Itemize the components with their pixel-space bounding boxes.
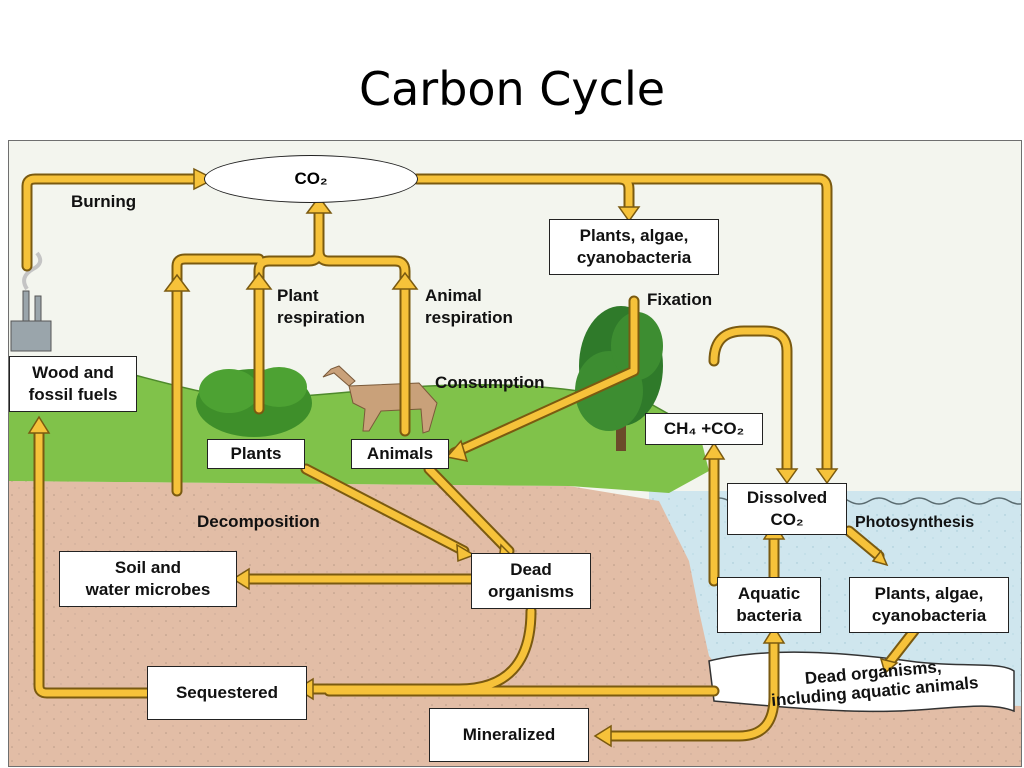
plants-node: Plants <box>207 439 305 469</box>
consumption-label: Consumption <box>435 373 545 392</box>
decomposition-label: Decomposition <box>197 512 320 531</box>
sequestered-node: Sequestered <box>147 666 307 720</box>
animal-respiration-label: Animal respiration <box>425 286 513 327</box>
dissolved-co2-node: Dissolved CO₂ <box>727 483 847 535</box>
dead-organisms-node: Dead organisms <box>471 553 591 609</box>
fixation-label: Fixation <box>647 290 713 309</box>
ch4-co2-node: CH₄ +CO₂ <box>645 413 763 445</box>
factory-icon <box>10 251 52 352</box>
soil-water-microbes-node: Soil and water microbes <box>59 551 237 607</box>
photosynthesis-label: Photosynthesis <box>855 514 975 531</box>
animals-node: Animals <box>351 439 449 469</box>
diagram-background <box>9 141 1021 766</box>
slide-title: Carbon Cycle <box>358 62 666 116</box>
aquatic-bacteria-node: Aquatic bacteria <box>717 577 821 633</box>
dissolved-co2-label: CO₂ <box>770 510 804 529</box>
flow-arrows <box>21 167 920 748</box>
wood-fossil-fuels-node: Wood and fossil fuels <box>9 356 137 412</box>
co2-atmosphere-node: CO₂ <box>204 155 418 203</box>
plants-algae-top-node: Plants, algae, cyanobacteria <box>549 219 719 275</box>
mineralized-node: Mineralized <box>429 708 589 762</box>
plants-algae-aquatic-node: Plants, algae, cyanobacteria <box>849 577 1009 633</box>
burning-label: Burning <box>71 192 137 211</box>
plant-respiration-label: Plant respiration <box>277 286 365 327</box>
carbon-cycle-diagram: CO₂ Plants, algae, cyanobacteria Wood an… <box>8 140 1022 767</box>
dissolved-label: Dissolved <box>746 488 828 507</box>
